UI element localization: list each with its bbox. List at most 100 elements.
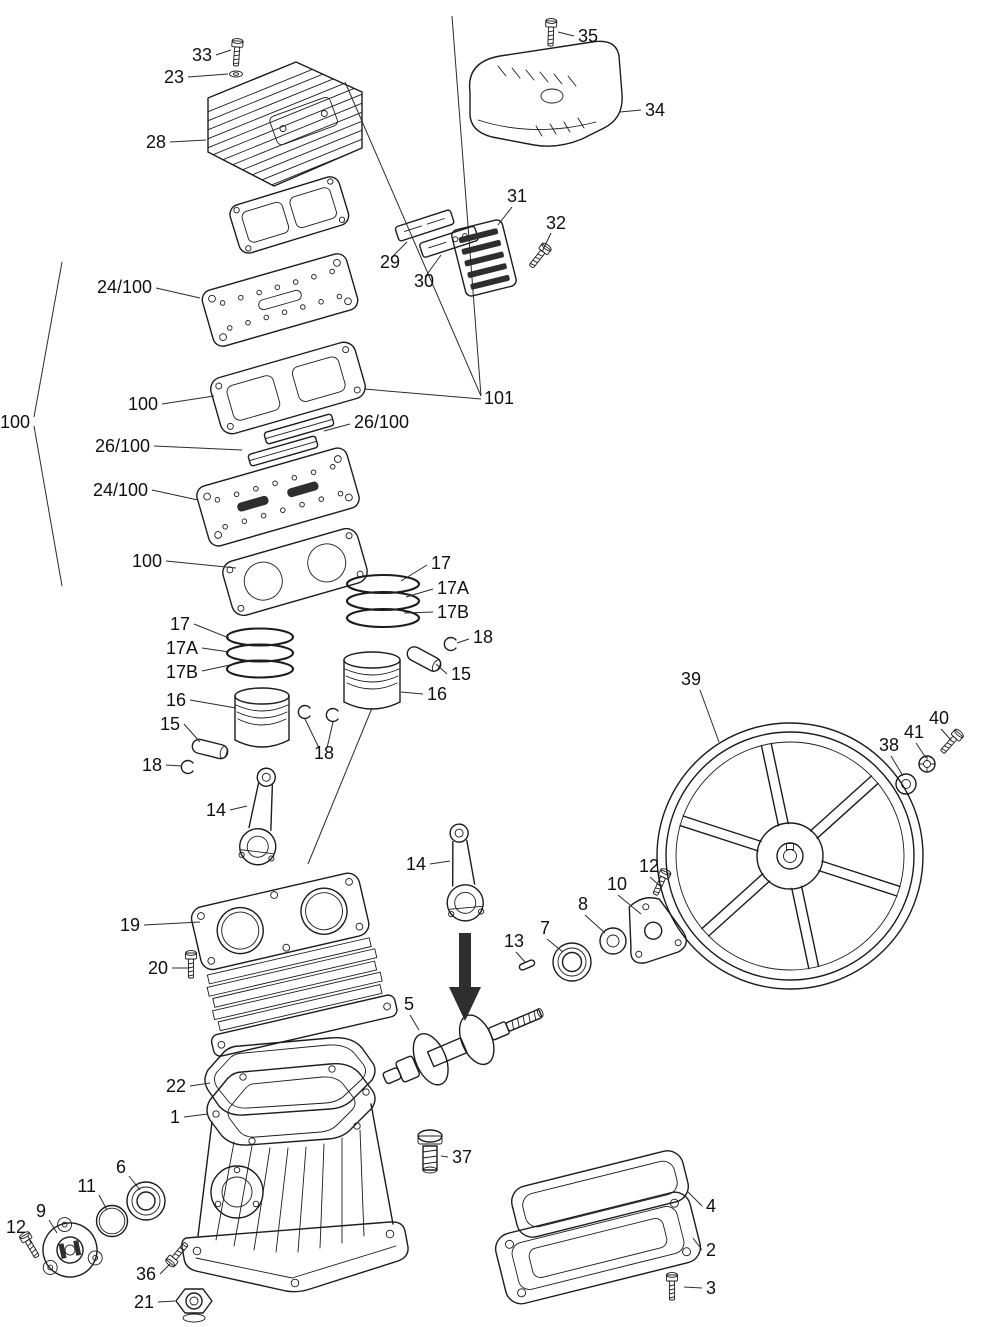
circlip-left xyxy=(180,759,194,775)
part-label-26/100: 26/100 xyxy=(354,412,409,432)
part-label-17: 17 xyxy=(170,614,190,634)
assembly-arrow xyxy=(449,933,481,1021)
part-label-13: 13 xyxy=(504,931,524,951)
part-label-17B: 17B xyxy=(166,662,198,682)
piston-pin-right xyxy=(406,646,442,672)
leader-line xyxy=(33,425,63,587)
bearing-cover-9 xyxy=(42,1217,103,1278)
leader-line xyxy=(27,1235,32,1244)
leader-line xyxy=(409,1014,420,1031)
cylinder-block-19 xyxy=(190,872,398,1057)
leader-line xyxy=(201,647,230,653)
gasket-100-bottom xyxy=(222,527,368,617)
leader-line xyxy=(584,914,606,934)
cover-gasket-4 xyxy=(511,1150,689,1238)
leader-line xyxy=(451,15,482,397)
part-label-26/100: 26/100 xyxy=(95,436,150,456)
leader-line xyxy=(497,206,513,226)
part-label-17A: 17A xyxy=(437,578,469,598)
flywheel-39 xyxy=(656,722,924,990)
part-label-8: 8 xyxy=(578,894,588,914)
leader-line xyxy=(159,1263,171,1275)
piston-rings-left xyxy=(225,627,295,679)
leader-line xyxy=(187,73,229,78)
assembly-lines xyxy=(307,707,373,865)
leader-line xyxy=(683,1286,703,1289)
leader-line xyxy=(405,588,434,598)
piston-rings-right xyxy=(345,573,421,629)
leader-line xyxy=(165,560,237,569)
valve-plate-29 xyxy=(394,209,455,242)
leader-line xyxy=(400,691,424,695)
leader-line xyxy=(687,1191,703,1207)
piston-pin-left xyxy=(191,738,229,760)
crankshaft-5 xyxy=(382,1008,544,1086)
leader-line xyxy=(915,742,927,759)
cover-screw-3 xyxy=(666,1272,678,1301)
part-label-34: 34 xyxy=(645,100,665,120)
flywheel-bolt-40 xyxy=(937,727,966,757)
part-label-28: 28 xyxy=(146,132,166,152)
part-label-29: 29 xyxy=(380,252,400,272)
part-label-23: 23 xyxy=(164,67,184,87)
leader-line xyxy=(541,232,552,253)
part-label-14: 14 xyxy=(406,854,426,874)
part-label-24/100: 24/100 xyxy=(97,277,152,297)
part-label-36: 36 xyxy=(136,1264,156,1284)
leader-line xyxy=(201,664,231,672)
leader-line xyxy=(143,921,201,926)
leader-line xyxy=(161,395,215,405)
part-label-18: 18 xyxy=(314,743,334,763)
leader-line xyxy=(400,564,428,582)
cylinder-head-28 xyxy=(207,61,363,187)
part-label-12: 12 xyxy=(6,1217,26,1237)
leader-line xyxy=(193,623,230,639)
part-label-6: 6 xyxy=(116,1157,126,1177)
plug-screw-37 xyxy=(417,1129,443,1174)
head-screw-33 xyxy=(229,37,244,67)
leader-line xyxy=(183,723,201,743)
guard-screw-35 xyxy=(544,17,558,47)
bearing-6 xyxy=(126,1181,166,1221)
part-label-12: 12 xyxy=(639,856,659,876)
part-label-7: 7 xyxy=(540,918,550,938)
shaft-key-13 xyxy=(518,959,536,971)
part-label-16: 16 xyxy=(427,684,447,704)
part-label-33: 33 xyxy=(192,45,212,65)
valve-plate-24-100-top xyxy=(201,253,359,347)
crankcase-cover-2 xyxy=(494,1191,702,1305)
part-label-5: 5 xyxy=(404,994,414,1014)
connecting-rod-right xyxy=(446,823,485,922)
leader-line xyxy=(403,611,434,614)
washer-38 xyxy=(895,773,917,795)
valve-screw-32 xyxy=(526,241,553,271)
leader-line xyxy=(435,663,448,675)
leader-line xyxy=(692,1237,703,1251)
part-label-100: 100 xyxy=(0,412,30,432)
leader-line xyxy=(153,445,243,451)
leader-line xyxy=(157,1300,176,1303)
leader-line xyxy=(619,109,642,113)
leader-line xyxy=(546,938,564,953)
piston-right xyxy=(343,651,401,710)
part-label-21: 21 xyxy=(134,1292,154,1312)
leader-line xyxy=(169,139,207,143)
part-label-10: 10 xyxy=(607,874,627,894)
valve-plate-24-100-bottom xyxy=(196,447,360,547)
part-label-22: 22 xyxy=(166,1076,186,1096)
crankcase-1 xyxy=(181,1063,409,1293)
leader-line xyxy=(390,241,408,259)
head-gasket xyxy=(229,176,350,254)
part-label-31: 31 xyxy=(507,186,527,206)
bearing-flange-10 xyxy=(628,897,687,964)
reed-strip-26-100-b xyxy=(247,435,319,467)
leader-lines-layer xyxy=(27,15,952,1303)
part-label-100: 100 xyxy=(132,551,162,571)
leader-line xyxy=(699,689,720,743)
leader-line xyxy=(557,31,575,37)
part-label-35: 35 xyxy=(578,26,598,46)
oring-11 xyxy=(95,1204,129,1238)
part-label-9: 9 xyxy=(36,1201,46,1221)
reed-valve-31 xyxy=(451,219,517,297)
part-label-14: 14 xyxy=(206,800,226,820)
